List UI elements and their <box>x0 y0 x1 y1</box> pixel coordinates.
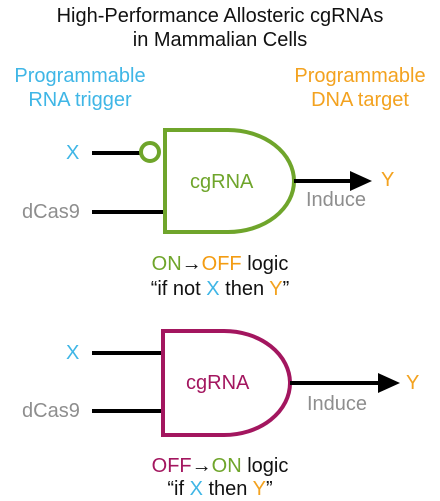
gate-2-and-gate <box>161 329 292 437</box>
gate-1 <box>92 128 372 234</box>
gate-2-logic-word: logic <box>247 455 289 477</box>
gate-1-logic-line: ON→OFF logic <box>0 252 440 276</box>
gate-1-logic-to: OFF <box>201 253 242 275</box>
gate-2-input-dcas9-label: dCas9 <box>22 400 80 422</box>
gate-2-rule-x: X <box>189 478 203 500</box>
gate-2-rule-mid: then <box>202 478 253 500</box>
gate-2-input-x-label: X <box>66 342 80 364</box>
gate-1-rule-close: ” <box>282 278 290 300</box>
title-line-1: High-Performance Allosteric cgRNAs <box>56 5 384 27</box>
rna-trigger-header-line-1: Programmable <box>14 65 146 87</box>
gate-1-output-arrowhead <box>350 171 372 191</box>
gate-1-rule-mid: then <box>219 278 270 300</box>
gate-1-input-dcas9-label: dCas9 <box>22 201 80 223</box>
gate-2-logic-to: ON <box>211 455 242 477</box>
gate-2-cgrna-label: cgRNA <box>186 372 250 394</box>
gate-1-rule-x: X <box>206 278 220 300</box>
gate-1-logic-word: logic <box>247 253 289 275</box>
gate-2-logic-from: OFF <box>151 455 192 477</box>
gate-2-induce-label: Induce <box>307 393 368 415</box>
dna-target-header-line-2: DNA target <box>311 89 409 111</box>
gate-1-output-y-label: Y <box>381 169 395 191</box>
gate-2-rule-close: ” <box>265 478 273 500</box>
gate-2-rule-line: “if X then Y” <box>0 477 440 501</box>
title-line-2: in Mammalian Cells <box>132 29 308 51</box>
gate-1-logic-from: ON <box>151 253 182 275</box>
gate-1-rule-line: “if not X then Y” <box>0 277 440 301</box>
gate-2 <box>92 329 400 437</box>
gate-2-logic-line: OFF→ON logic <box>0 454 440 478</box>
gate-1-rule-y: Y <box>269 278 283 300</box>
dna-target-header-line-1: Programmable <box>294 65 426 87</box>
gate-1-induce-label: Induce <box>306 189 367 211</box>
gate-2-output-arrowhead <box>378 373 400 393</box>
gate-1-cgrna-label: cgRNA <box>190 171 254 193</box>
gate-1-logic-arrow: → <box>181 253 202 275</box>
gate-2-output-y-label: Y <box>406 372 420 394</box>
gate-2-logic-arrow: → <box>191 455 212 477</box>
gate-2-rule-y: Y <box>252 478 266 500</box>
gate-1-and-gate <box>163 128 296 234</box>
gate-1-inverter-bubble <box>139 141 161 163</box>
gate-1-rule-open: “if not <box>150 278 207 300</box>
gate-2-rule-open: “if <box>167 478 190 500</box>
gate-1-input-x-label: X <box>66 142 80 164</box>
rna-trigger-header-line-2: RNA trigger <box>28 89 132 111</box>
